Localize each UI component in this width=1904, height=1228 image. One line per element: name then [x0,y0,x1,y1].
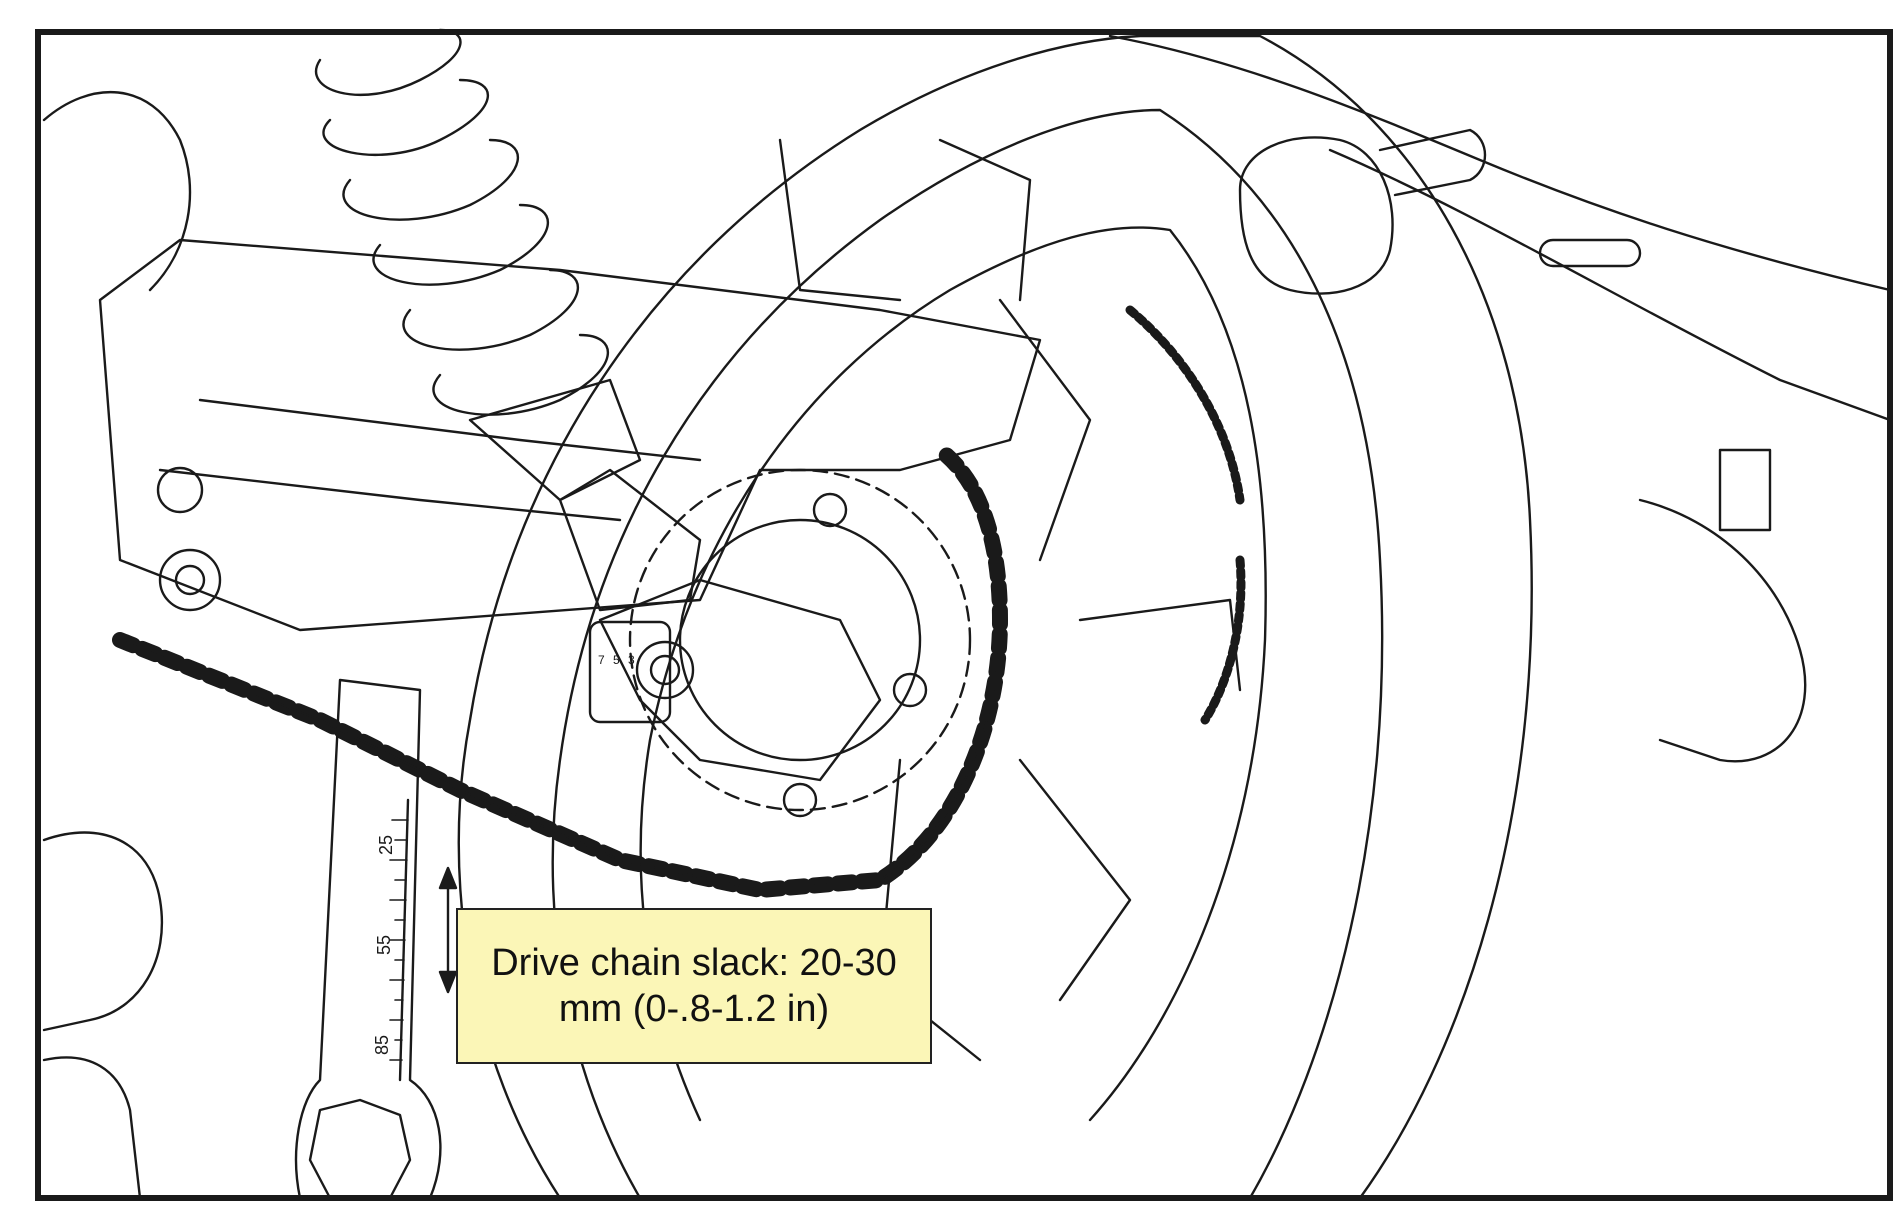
rim-outline [639,226,1267,1122]
axle-nut-inner [649,654,681,686]
reflector [1718,448,1772,532]
drive-chain-lower [119,619,1001,891]
sprocket-bolt [782,782,818,818]
abs-sensor-ring [1200,555,1246,725]
frame-part [42,831,164,1032]
wheel-spoke [1018,758,1132,1002]
shock-body [468,378,642,502]
slack-arrow-head-up [438,866,458,890]
frame-right [1638,498,1807,763]
rear-sprocket [628,468,972,812]
rear-tire-inner [551,108,1384,1200]
shock-mount [558,468,702,612]
chain-slack-gauge [294,678,442,1200]
adjuster-mark-5: 5 [613,653,620,667]
license-plate-slot [1538,238,1642,268]
sprocket-hub [678,518,922,762]
fender-lower [1328,148,1892,422]
sprocket-bolt [812,492,848,528]
axle-plate [598,578,882,782]
rear-tire [457,34,1533,1200]
chain-slack-callout: Drive chain slack: 20-30 mm (0-.8-1.2 in… [456,908,932,1064]
turn-signal [1238,136,1394,295]
drawing [42,28,1892,1200]
shock-spring [314,28,609,416]
wheel-spoke [998,298,1092,562]
gauge-mark-85: 85 [372,1035,392,1055]
axle-nut [635,640,695,700]
slack-arrow-head-down [438,970,458,994]
gauge-mark-25: 25 [376,835,396,855]
callout-line-1: Drive chain slack: 20-30 [491,942,897,984]
pivot-bolt [156,466,204,514]
chain-adjuster-block [588,620,672,724]
gauge-mark-55: 55 [374,935,394,955]
frame-part [42,1056,142,1200]
pivot-bolt-inner [174,564,206,596]
turn-signal-stem [1378,128,1487,197]
frame-border [35,29,1893,1201]
adjuster-mark-3: 3 [628,653,635,667]
adjuster-mark-7: 7 [598,653,605,667]
frame-part [42,90,192,292]
pivot-bolt [158,548,222,612]
wheel-spoke [778,138,902,302]
swing-arm-detail [198,398,702,462]
wheel-spoke [938,138,1032,302]
sprocket-bolt [892,672,928,708]
wheel-spoke [1078,598,1242,692]
swing-arm-detail [158,468,622,522]
fender [1108,34,1892,292]
gauge-wrench-head [308,1098,412,1200]
abs-sensor-ring [1125,305,1245,505]
gauge-ticks [389,819,409,1061]
callout-line-2: mm (0-.8-1.2 in) [558,988,830,1030]
